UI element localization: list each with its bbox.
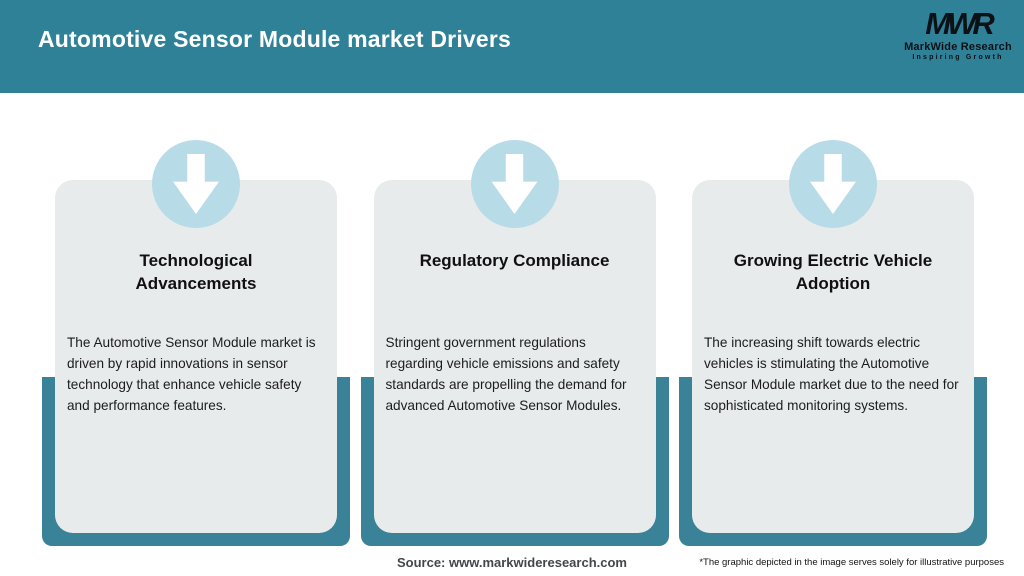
card-panel: Growing Electric Vehicle Adoption The in… bbox=[692, 180, 974, 533]
card-panel: Regulatory Compliance Stringent governme… bbox=[373, 180, 656, 533]
card-description: Stringent government regulations regardi… bbox=[385, 335, 627, 414]
arrow-down-icon bbox=[173, 154, 219, 214]
driver-card-growing-electric-vehicle-adoption: Growing Electric Vehicle Adoption The in… bbox=[679, 140, 987, 546]
card-description: The Automotive Sensor Module market is d… bbox=[67, 335, 316, 414]
card-badge bbox=[789, 140, 877, 228]
card-panel: Technological Advancements The Automotiv… bbox=[55, 180, 337, 533]
logo-monogram: MWR bbox=[925, 6, 994, 41]
markwide-research-logo: MWR MarkWide Research Inspiring Growth bbox=[902, 6, 1014, 61]
card-title: Growing Electric Vehicle Adoption bbox=[733, 251, 933, 293]
logo-tagline: Inspiring Growth bbox=[912, 53, 1004, 61]
drivers-cards-row: Technological Advancements The Automotiv… bbox=[42, 140, 987, 546]
driver-card-regulatory-compliance: Regulatory Compliance Stringent governme… bbox=[360, 140, 669, 546]
card-title: Regulatory Compliance bbox=[419, 251, 610, 270]
logo-name: MarkWide Research bbox=[904, 40, 1012, 53]
arrow-down-icon bbox=[810, 154, 856, 214]
page-title: Automotive Sensor Module market Drivers bbox=[38, 26, 512, 52]
card-description: The increasing shift towards electric ve… bbox=[704, 335, 959, 414]
header-bar: Automotive Sensor Module market Drivers … bbox=[0, 0, 1024, 93]
source-text: Source: www.markwideresearch.com bbox=[396, 555, 627, 570]
disclaimer-text: *The graphic depicted in the image serve… bbox=[699, 557, 1004, 568]
card-title: Technological Advancements bbox=[135, 251, 257, 293]
card-badge bbox=[470, 140, 559, 228]
arrow-down-icon bbox=[491, 154, 538, 214]
card-badge bbox=[152, 140, 240, 228]
driver-card-technological-advancements: Technological Advancements The Automotiv… bbox=[42, 140, 350, 546]
